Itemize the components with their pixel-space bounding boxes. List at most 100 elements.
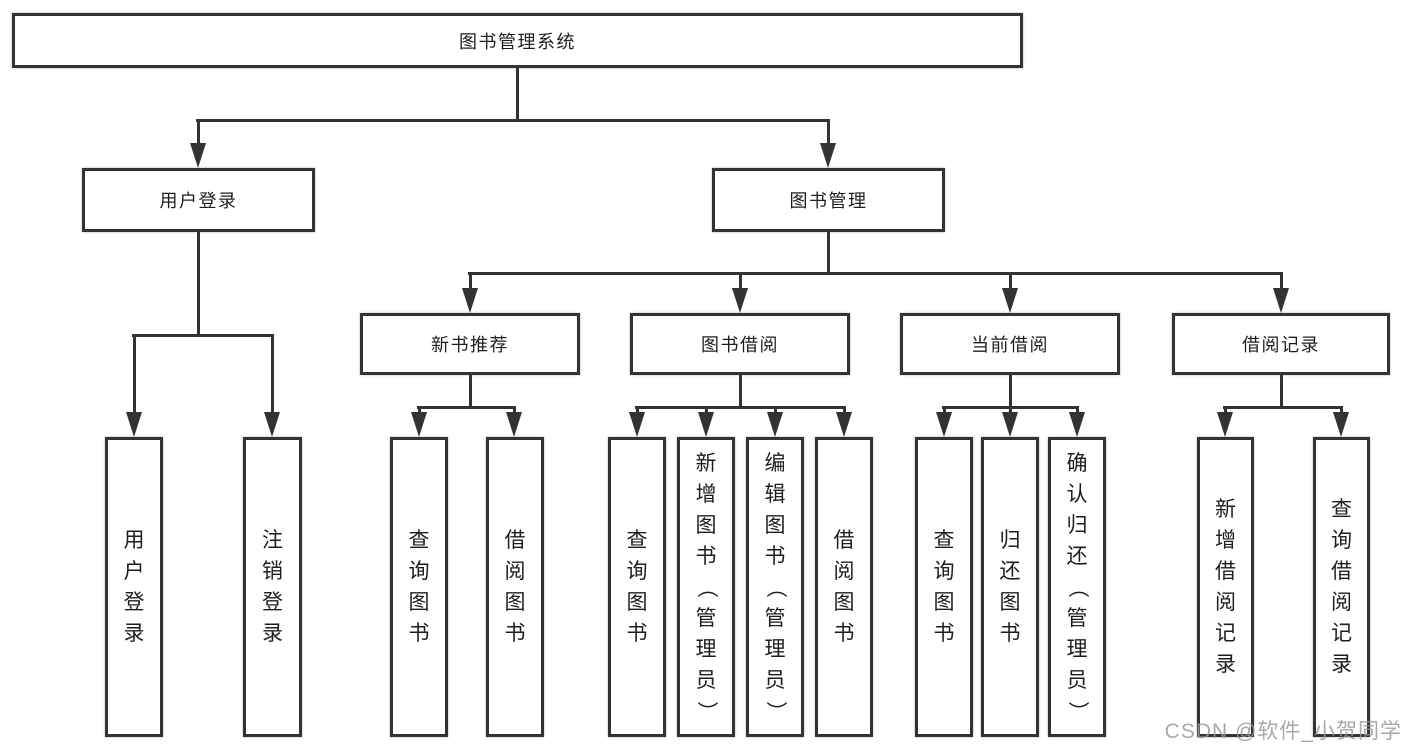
node-label-char: 归 <box>1066 513 1088 537</box>
node-label: 当前借阅 <box>971 335 1049 355</box>
node-label-char: 询 <box>626 560 648 583</box>
node-label-char: 编 <box>764 451 786 475</box>
node-label-char: 增 <box>695 482 717 506</box>
arrowhead-icon <box>462 288 478 313</box>
node-label-char: （ <box>694 576 718 598</box>
node-label-char: 用 <box>123 529 145 552</box>
node-leaf-bor-query-books: 查询图书 <box>608 437 666 737</box>
arrowhead-icon <box>411 412 427 437</box>
node-label-char: 认 <box>1066 482 1088 506</box>
arrowhead-icon <box>1333 412 1349 437</box>
node-label-char: 书 <box>695 544 717 568</box>
connector-line <box>132 335 136 431</box>
node-label-char: 查 <box>626 529 648 552</box>
arrowhead-icon <box>1217 412 1233 437</box>
node-label-char: 还 <box>999 560 1021 583</box>
node-leaf-rec-query-borrow-record: 查询借阅记录 <box>1313 437 1370 737</box>
node-label-char: 户 <box>123 560 145 583</box>
node-label-char: 借 <box>504 529 526 552</box>
node-label-char: 阅 <box>504 560 526 583</box>
node-label-char: 员 <box>695 668 717 692</box>
connector-line <box>468 375 472 409</box>
node-label-char: 录 <box>262 622 283 645</box>
node-label-char: 询 <box>933 560 955 583</box>
node-label-char: 辑 <box>764 482 786 506</box>
node-label-char: 管 <box>764 606 786 630</box>
node-label-char: 图 <box>504 591 526 614</box>
arrowhead-icon <box>767 412 783 437</box>
connector-line <box>1223 405 1343 409</box>
connector-line <box>826 232 830 275</box>
node-label-char: 借 <box>1215 560 1236 583</box>
node-label-char: 阅 <box>1215 591 1236 614</box>
node-leaf-cur-query-books: 查询图书 <box>915 437 973 737</box>
node-label-char: 阅 <box>1331 591 1352 614</box>
arrowhead-icon <box>936 412 952 437</box>
node-label-char: 图 <box>764 513 786 537</box>
node-label-char: 记 <box>1215 622 1236 645</box>
node-label-char: 查 <box>1331 498 1352 521</box>
node-current-borrowing: 当前借阅 <box>900 313 1120 375</box>
node-user-login: 用户登录 <box>82 168 315 232</box>
node-label-char: 录 <box>1331 653 1352 676</box>
node-label-char: 图 <box>999 591 1021 614</box>
node-system-root: 图书管理系统 <box>12 13 1023 68</box>
node-label-char: 登 <box>262 591 283 614</box>
node-label-char: 理 <box>764 637 786 661</box>
node-label-char: 书 <box>626 622 648 645</box>
node-label-char: 图 <box>695 513 717 537</box>
node-label-char: 借 <box>1331 560 1352 583</box>
node-label-char: 书 <box>504 622 526 645</box>
node-label-char: 注 <box>262 529 283 552</box>
node-label-char: ） <box>694 700 718 722</box>
node-label-char: 阅 <box>833 560 855 583</box>
node-label-char: 确 <box>1066 451 1088 475</box>
arrowhead-icon <box>506 412 522 437</box>
node-label-char: 查 <box>408 529 430 552</box>
node-label-char: 销 <box>262 560 283 583</box>
node-leaf-bor-edit-books-admin: 编辑图书（管理员） <box>746 437 804 737</box>
node-leaf-cur-return-books: 归还图书 <box>981 437 1039 737</box>
arrowhead-icon <box>1002 412 1018 437</box>
node-label-char: 书 <box>833 622 855 645</box>
node-label-char: ） <box>1065 700 1089 722</box>
node-label-char: 理 <box>1066 637 1088 661</box>
node-label: 用户登录 <box>159 191 238 211</box>
connector-line <box>132 333 274 337</box>
node-label-char: 管 <box>695 606 717 630</box>
node-label-char: 借 <box>833 529 855 552</box>
connector-line <box>1279 375 1283 409</box>
node-label-char: 书 <box>408 622 430 645</box>
node-label-char: 员 <box>1066 668 1088 692</box>
connector-line <box>270 335 274 431</box>
node-label-char: 书 <box>933 622 955 645</box>
arrowhead-icon <box>126 412 142 437</box>
connector-line <box>515 68 519 122</box>
connector-line <box>1008 375 1012 409</box>
node-label: 图书管理 <box>789 191 868 211</box>
node-book-management: 图书管理 <box>712 168 945 232</box>
node-book-borrowing: 图书借阅 <box>630 313 850 375</box>
arrowhead-icon <box>1002 288 1018 313</box>
arrowhead-icon <box>1273 288 1289 313</box>
node-label-char: 录 <box>123 622 145 645</box>
node-label-char: 管 <box>1066 606 1088 630</box>
node-label-char: 增 <box>1215 529 1236 552</box>
node-label-char: 查 <box>933 529 955 552</box>
node-leaf-rec-query-books: 查询图书 <box>390 437 448 737</box>
node-label-char: 询 <box>1331 529 1352 552</box>
node-borrowing-records: 借阅记录 <box>1172 313 1390 375</box>
arrowhead-icon <box>1069 412 1085 437</box>
arrowhead-icon <box>190 143 206 168</box>
arrowhead-icon <box>629 412 645 437</box>
node-leaf-cur-confirm-return-admin: 确认归还（管理员） <box>1048 437 1106 737</box>
node-leaf-bor-borrow-books: 借阅图书 <box>815 437 873 737</box>
arrowhead-icon <box>836 412 852 437</box>
node-label-char: 理 <box>695 637 717 661</box>
node-label-char: 图 <box>408 591 430 614</box>
node-label-char: 新 <box>695 451 717 475</box>
node-leaf-rec-borrow-books: 借阅图书 <box>486 437 544 737</box>
node-label-char: 还 <box>1066 544 1088 568</box>
node-label: 图书借阅 <box>701 335 779 355</box>
